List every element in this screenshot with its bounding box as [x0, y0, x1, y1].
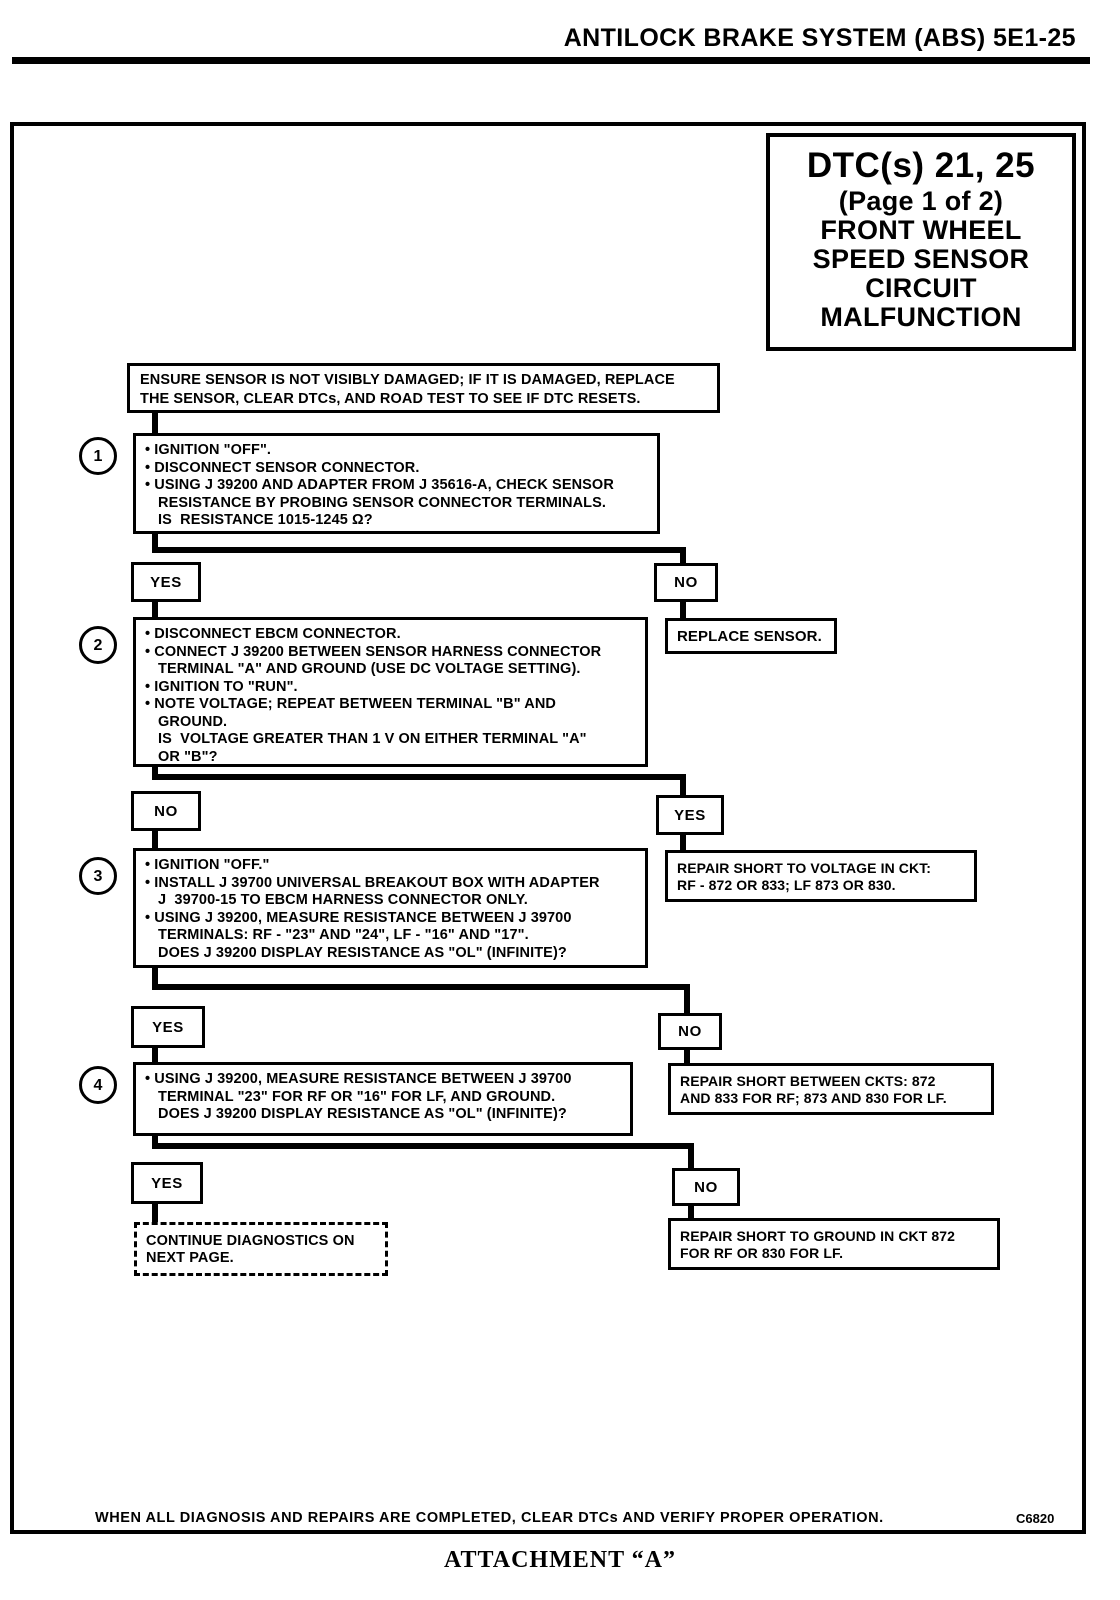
- step-box-3: • IGNITION "OFF."• INSTALL J 39700 UNIVE…: [133, 848, 648, 968]
- header-rule: [12, 57, 1090, 64]
- connector-line: [152, 1202, 158, 1224]
- attachment-label: ATTACHMENT “A”: [443, 1547, 676, 1573]
- dtc-desc-1: FRONT WHEEL: [820, 215, 1022, 245]
- connector-line: [152, 966, 158, 988]
- connector-line: [680, 547, 686, 565]
- branch-3-right-label: NO: [658, 1013, 722, 1050]
- dtc-title-box: DTC(s) 21, 25 (Page 1 of 2) FRONT WHEEL …: [766, 133, 1076, 351]
- connector-line: [152, 532, 158, 549]
- connector-line: [152, 547, 686, 553]
- connector-line: [688, 1143, 694, 1170]
- connector-line: [152, 600, 158, 619]
- connector-line: [684, 1048, 690, 1065]
- dtc-desc-3: CIRCUIT: [865, 273, 977, 303]
- step-number-1: 1: [79, 437, 117, 475]
- connector-line: [684, 984, 690, 1015]
- branch-4-right-label: NO: [672, 1168, 740, 1206]
- connector-line: [688, 1204, 694, 1220]
- step-number-4: 4: [79, 1066, 117, 1104]
- step-box-1: • IGNITION "OFF".• DISCONNECT SENSOR CON…: [133, 433, 660, 534]
- dtc-page: (Page 1 of 2): [838, 186, 1004, 216]
- page-title: ANTILOCK BRAKE SYSTEM (ABS) 5E1-25: [563, 24, 1076, 52]
- connector-line: [152, 764, 158, 776]
- branch-3-left-label: YES: [131, 1006, 205, 1048]
- footer-note: WHEN ALL DIAGNOSIS AND REPAIRS ARE COMPL…: [95, 1510, 884, 1526]
- dtc-codes: DTC(s) 21, 25: [806, 146, 1036, 185]
- step-box-4: • USING J 39200, MEASURE RESISTANCE BETW…: [133, 1062, 633, 1136]
- connector-line: [680, 833, 686, 852]
- dtc-desc-2: SPEED SENSOR: [812, 244, 1030, 274]
- branch-1-right-label: NO: [654, 563, 718, 602]
- step-number-3: 3: [79, 857, 117, 895]
- branch-1-left-label: YES: [131, 562, 201, 602]
- connector-line: [152, 1143, 694, 1149]
- step-number-2: 2: [79, 626, 117, 664]
- connector-line: [152, 829, 158, 850]
- action-replace-sensor: REPLACE SENSOR.: [665, 618, 837, 654]
- footer-figure-code: C6820: [1016, 1511, 1055, 1526]
- dtc-desc-4: MALFUNCTION: [820, 302, 1022, 332]
- connector-line: [680, 600, 686, 620]
- branch-2-left-label: NO: [131, 791, 201, 831]
- intro-box: ENSURE SENSOR IS NOT VISIBLY DAMAGED; IF…: [127, 363, 720, 413]
- connector-line: [152, 774, 686, 780]
- action-repair-short-to-voltage: REPAIR SHORT TO VOLTAGE IN CKT:RF - 872 …: [665, 850, 977, 902]
- branch-4-left-label: YES: [131, 1162, 203, 1204]
- branch-2-right-label: YES: [656, 795, 724, 835]
- connector-line: [152, 984, 690, 990]
- connector-line: [152, 1134, 158, 1147]
- step-box-2: • DISCONNECT EBCM CONNECTOR.• CONNECT J …: [133, 617, 648, 767]
- connector-line: [680, 774, 686, 797]
- connector-line: [152, 1046, 158, 1064]
- connector-line: [152, 411, 158, 435]
